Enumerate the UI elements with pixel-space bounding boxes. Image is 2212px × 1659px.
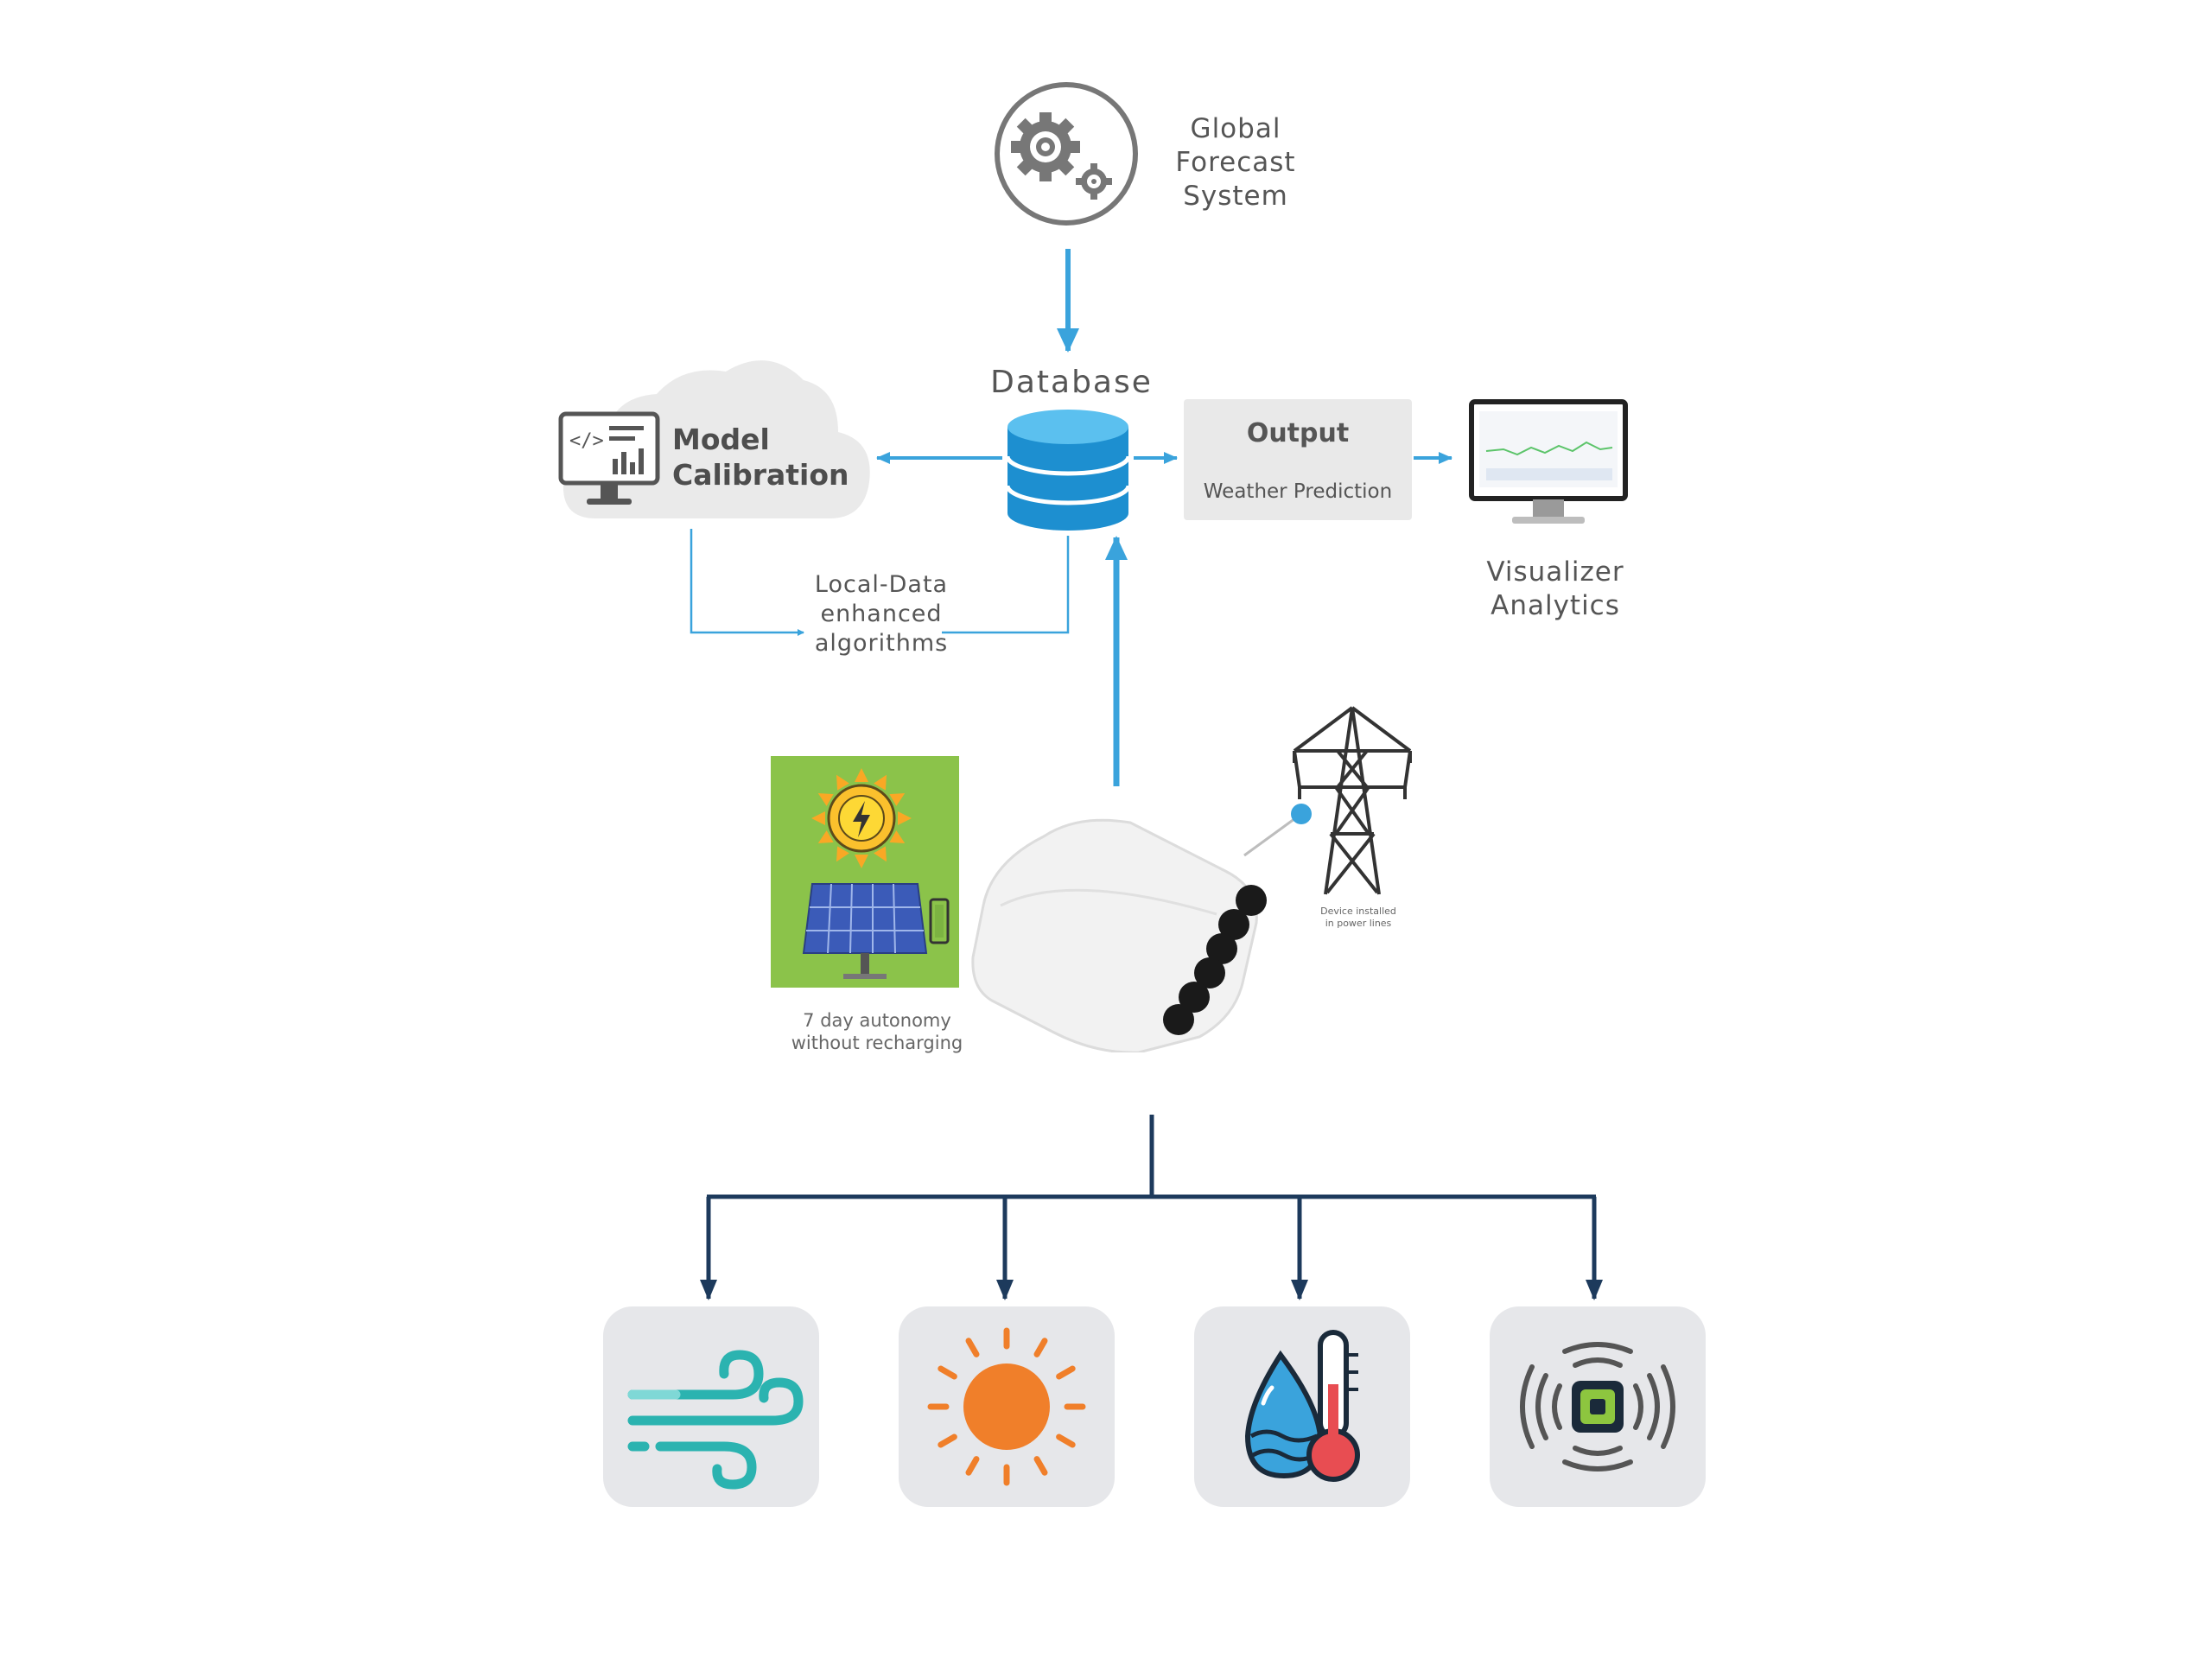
database-icon bbox=[1005, 410, 1131, 531]
power-tower-icon bbox=[1293, 706, 1412, 895]
gears-icon bbox=[995, 82, 1138, 226]
output-box: Output Weather Prediction bbox=[1184, 399, 1412, 520]
iot-device-icon bbox=[971, 818, 1267, 1052]
sensor-tile-humidity-temperature bbox=[1194, 1306, 1410, 1507]
tower-connection-dot bbox=[1291, 804, 1312, 824]
feedback-loop-line bbox=[690, 529, 804, 636]
output-title: Output bbox=[1246, 418, 1350, 448]
sensor-tile-wind bbox=[603, 1306, 819, 1507]
output-subtitle: Weather Prediction bbox=[1203, 480, 1393, 503]
humidity-temperature-icon bbox=[1244, 1330, 1360, 1482]
analytics-monitor-icon bbox=[1469, 399, 1628, 524]
sensor-tile-sun bbox=[899, 1306, 1115, 1507]
svg-text:</>: </> bbox=[569, 430, 604, 452]
device-tower-link bbox=[1243, 812, 1302, 857]
sensor-tile-vibration bbox=[1490, 1306, 1706, 1507]
vibration-sensor-icon bbox=[1520, 1342, 1675, 1471]
sun-icon bbox=[927, 1327, 1086, 1486]
database-label: Database bbox=[990, 365, 1153, 400]
code-monitor-icon: </> bbox=[558, 411, 660, 505]
solar-panel-icon bbox=[771, 756, 959, 988]
feedback-return-line bbox=[942, 536, 1070, 634]
wind-icon bbox=[627, 1350, 804, 1490]
